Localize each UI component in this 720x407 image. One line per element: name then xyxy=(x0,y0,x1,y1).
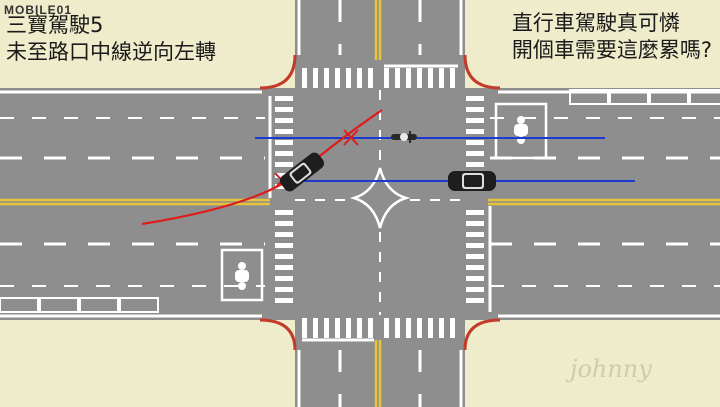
car-icon xyxy=(279,152,325,192)
motorcycle-icon xyxy=(391,131,417,143)
caption-right: 直行車駕駛真可憐 開個車需要這麼累嗎? xyxy=(512,10,712,64)
watermark: johnny xyxy=(570,355,652,383)
caption-left-line-1: 三寶駕駛5 xyxy=(6,13,104,37)
parking-boxes-bottom-left xyxy=(0,297,159,313)
center-line-south xyxy=(374,340,382,407)
site-logo: MOBILE01 xyxy=(4,3,73,17)
center-line-north xyxy=(374,0,382,60)
inner-edge-dashes xyxy=(0,117,720,287)
curb-corner-sw xyxy=(259,318,297,351)
car-icon xyxy=(448,171,496,191)
center-turn-guide xyxy=(349,167,411,229)
cross-mark-icon xyxy=(343,129,359,146)
center-line-east xyxy=(488,198,720,206)
crosswalk-north xyxy=(302,68,455,88)
scooter-icon xyxy=(235,262,249,290)
curb-corner-nw xyxy=(259,54,297,90)
scooter-box-west xyxy=(220,248,264,302)
caption-right-line-2: 開個車需要這麼累嗎? xyxy=(511,38,712,62)
caption-left-line-2: 未至路口中線逆向左轉 xyxy=(6,40,216,64)
turn-guide-dashes xyxy=(295,90,465,315)
curb-corner-se xyxy=(463,318,501,351)
caption-left: 三寶駕駛5 未至路口中線逆向左轉 xyxy=(6,12,216,66)
curb-corner-ne xyxy=(463,54,501,90)
caption-right-line-1: 直行車駕駛真可憐 xyxy=(511,11,680,35)
crosswalk-south xyxy=(302,318,455,338)
stop-lines xyxy=(268,64,492,342)
center-line-west xyxy=(0,198,270,206)
parking-boxes-top-right xyxy=(569,89,720,105)
